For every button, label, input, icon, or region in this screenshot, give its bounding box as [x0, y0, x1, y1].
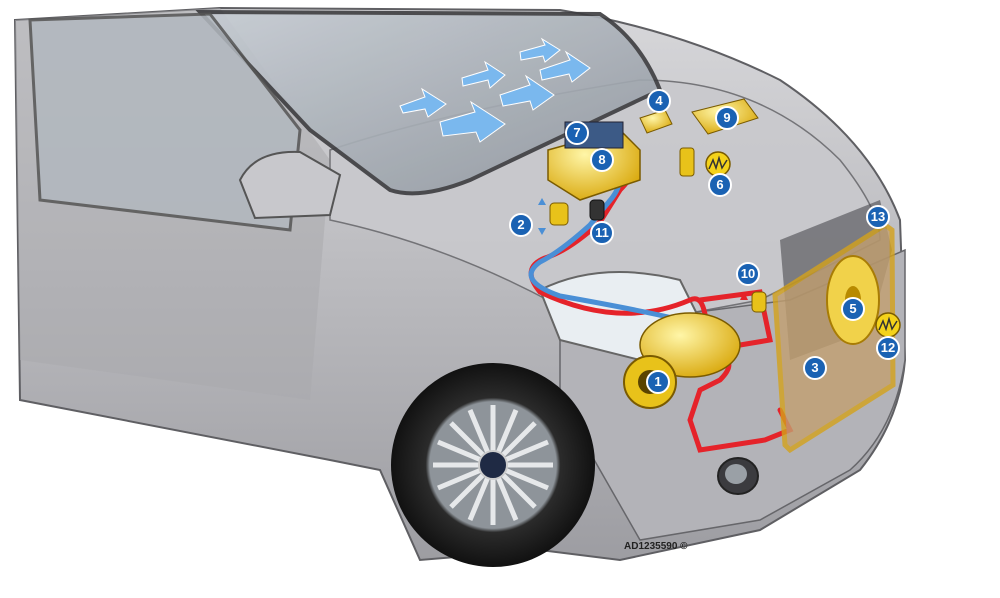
svg-text:10: 10 — [741, 266, 755, 281]
front-wheel — [391, 363, 595, 567]
service-valve-2 — [538, 198, 569, 235]
low-pressure-line — [528, 169, 693, 325]
callout-5: 5 — [841, 297, 865, 321]
airflow-arrow-icon — [499, 74, 555, 111]
callout-1: 1 — [646, 370, 670, 394]
callout-12: 12 — [876, 336, 900, 360]
svg-text:7: 7 — [573, 125, 580, 140]
callout-6: 6 — [708, 173, 732, 197]
svg-text:11: 11 — [595, 225, 609, 240]
wing-mirror — [238, 150, 342, 220]
pressure-arrow-icon — [740, 292, 748, 300]
service-valve-10 — [740, 291, 767, 313]
callout-11: 11 — [590, 221, 614, 245]
svg-text:13: 13 — [871, 209, 885, 224]
airflow-arrow-icon — [439, 100, 506, 143]
airflow-arrows — [399, 37, 591, 143]
svg-text:9: 9 — [723, 110, 730, 125]
airflow-arrow-icon — [519, 37, 561, 63]
callout-7: 7 — [565, 121, 589, 145]
callout-4: 4 — [647, 89, 671, 113]
sensor-symbol-6 — [705, 151, 731, 177]
svg-text:4: 4 — [655, 93, 663, 108]
sensor-symbol-icon — [878, 316, 898, 332]
svg-text:1: 1 — [654, 374, 661, 389]
callout-8: 8 — [590, 148, 614, 172]
airflow-arrow-icon — [461, 60, 506, 89]
svg-text:5: 5 — [849, 301, 856, 316]
sensor-symbol-icon — [708, 155, 728, 171]
airflow-arrow-icon — [539, 50, 591, 83]
svg-text:8: 8 — [598, 152, 605, 167]
svg-text:2: 2 — [517, 217, 524, 232]
callout-13: 13 — [866, 205, 890, 229]
callout-9: 9 — [715, 106, 739, 130]
svg-text:12: 12 — [881, 340, 895, 355]
callout-3: 3 — [803, 356, 827, 380]
svg-text:3: 3 — [811, 360, 818, 375]
fog-lamp — [717, 457, 759, 495]
sensor-6-component — [679, 147, 695, 177]
airflow-arrow-icon — [399, 87, 447, 118]
callout-10: 10 — [736, 262, 760, 286]
sensor-symbol-12 — [875, 312, 901, 338]
callouts: 1 2 3 4 5 6 7 8 — [509, 89, 901, 394]
svg-text:6: 6 — [716, 177, 723, 192]
callout-2: 2 — [509, 213, 533, 237]
reference-code: AD1235590 © — [624, 541, 688, 552]
service-valve-11 — [589, 199, 605, 221]
